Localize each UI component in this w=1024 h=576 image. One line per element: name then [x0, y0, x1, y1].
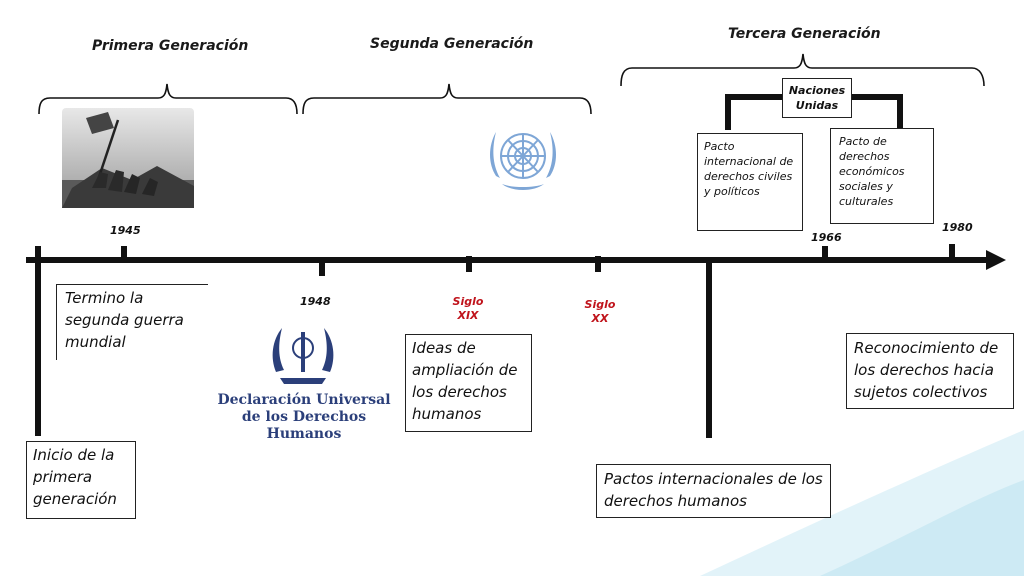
year-1966: 1966: [811, 231, 842, 244]
tick-1945: [121, 246, 127, 262]
pacts-label: Pactos internacionales de los derechos h…: [604, 470, 823, 510]
ideas-label: Ideas de ampliación de los derechos huma…: [412, 339, 518, 423]
un-bracket-left-drop: [725, 94, 731, 130]
second-generation-brace: [302, 83, 592, 115]
tick-1966: [822, 246, 828, 262]
pacts-box: Pactos internacionales de los derechos h…: [596, 464, 831, 518]
collective-label: Reconocimiento de los derechos hacia suj…: [854, 339, 999, 401]
tick-1980: [949, 244, 955, 260]
pacts-vertical-line: [706, 262, 712, 438]
first-generation-brace: [38, 83, 298, 115]
year-siglo-xx: Siglo XX: [584, 298, 616, 325]
declaration-line-2: de los Derechos Humanos: [241, 409, 367, 442]
year-1980: 1980: [942, 221, 973, 234]
ideas-box: Ideas de ampliación de los derechos huma…: [405, 334, 532, 432]
year-siglo-xix: Siglo XIX: [452, 295, 484, 322]
pact-economic-box: Pacto de derechos económicos sociales y …: [830, 128, 934, 224]
united-nations-emblem: [490, 132, 556, 190]
un-box-label: Naciones Unidas: [788, 84, 846, 112]
tick-1948: [319, 260, 325, 276]
tick-siglo-xx: [595, 256, 601, 272]
tick-siglo-xix: [466, 256, 472, 272]
timeline-axis: [26, 244, 1006, 276]
pact-economic-label: Pacto de derechos económicos sociales y …: [839, 135, 905, 208]
start-first-gen-label: Inicio de la primera generación: [33, 446, 117, 508]
collective-box: Reconocimiento de los derechos hacia suj…: [846, 333, 1014, 409]
end-ww2-box: Termino la segunda guerra mundial: [56, 284, 208, 360]
year-1948: 1948: [300, 295, 331, 308]
declaration-line-1: Declaración Universal: [217, 392, 391, 408]
year-1945: 1945: [110, 224, 141, 237]
pact-civil-label: Pacto internacional de derechos civiles …: [704, 140, 794, 198]
third-generation-title: Tercera Generación: [728, 26, 881, 42]
pact-civil-box: Pacto internacional de derechos civiles …: [697, 133, 803, 231]
first-generation-title: Primera Generación: [92, 38, 249, 54]
first-gen-vertical-line: [35, 246, 41, 436]
second-generation-title: Segunda Generación: [370, 36, 534, 52]
end-ww2-label: Termino la segunda guerra mundial: [65, 289, 184, 351]
declaration-emblem: [272, 328, 334, 384]
third-generation-brace: [620, 53, 985, 87]
flag-raising-photo: [62, 108, 194, 208]
declaration-title: Declaración Universal de los Derechos Hu…: [204, 392, 404, 443]
start-first-gen-box: Inicio de la primera generación: [26, 441, 136, 519]
un-bracket-right-drop: [897, 94, 903, 128]
un-box: Naciones Unidas: [782, 78, 852, 118]
